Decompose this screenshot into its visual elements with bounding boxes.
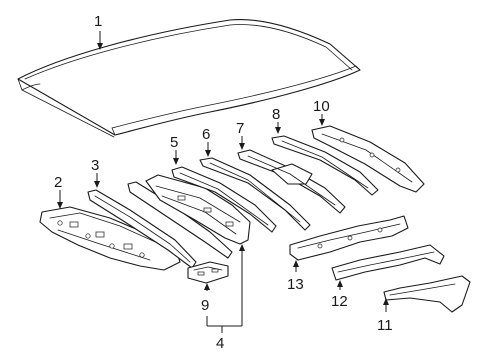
callout-6: 6 xyxy=(202,126,210,143)
side-rail-outer-11 xyxy=(383,275,471,313)
callout-10: 10 xyxy=(313,98,330,115)
roof-rail-10 xyxy=(311,125,425,193)
roof-panel xyxy=(17,19,361,138)
side-roof-rail-13 xyxy=(289,215,409,261)
callout-1: 1 xyxy=(94,13,102,30)
callout-8: 8 xyxy=(272,106,280,123)
roof-bow-5 xyxy=(171,166,277,233)
roof-bow-8 xyxy=(271,135,379,196)
bracket-9 xyxy=(187,261,229,284)
leader-lines xyxy=(57,31,389,333)
callout-4: 4 xyxy=(216,335,224,352)
callout-7: 7 xyxy=(236,120,244,137)
side-rail-inner-12 xyxy=(331,244,445,281)
callout-12: 12 xyxy=(331,293,348,310)
roof-bow-6 xyxy=(199,157,311,231)
roof-bow-3 xyxy=(87,189,197,269)
callout-3: 3 xyxy=(91,157,99,174)
front-roof-header xyxy=(39,206,181,271)
callout-2: 2 xyxy=(54,174,62,191)
callout-11: 11 xyxy=(377,317,393,334)
callout-9: 9 xyxy=(201,297,209,314)
roof-reinforcement-4 xyxy=(127,174,251,259)
callout-5: 5 xyxy=(170,134,178,151)
callout-13: 13 xyxy=(287,276,304,293)
roof-bow-7 xyxy=(237,149,346,214)
